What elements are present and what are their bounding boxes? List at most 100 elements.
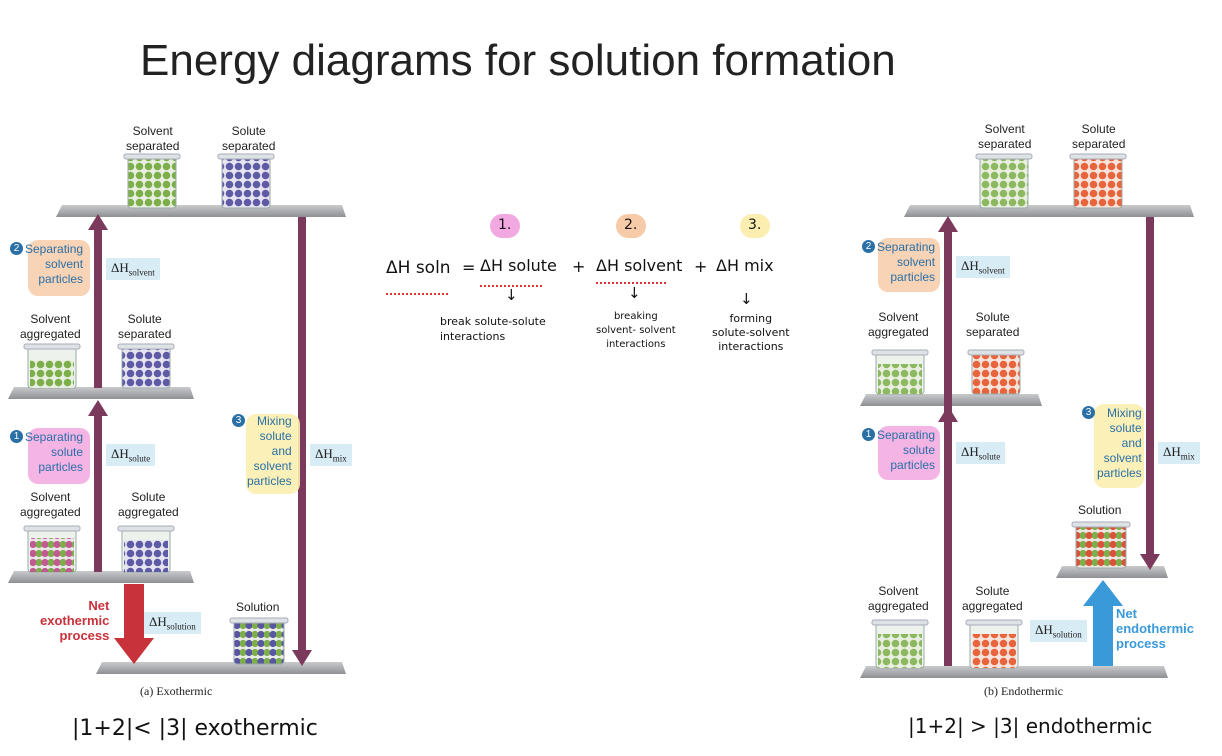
handwritten-rule-left: |1+2|< |3| exothermic — [72, 716, 318, 741]
label-solute-separated-mid: Solute separated — [118, 312, 172, 341]
handwritten-rule-right: |1+2| > |3| endothermic — [908, 714, 1153, 738]
label-solvent-separated-r: Solvent separated — [978, 122, 1032, 151]
highlight-peach-right — [878, 238, 940, 292]
label-solute-aggregated-low: Solute aggregated — [118, 490, 179, 519]
dh-solute-box-left: ΔHsolute — [106, 444, 156, 466]
arrow-solvent-up — [938, 216, 958, 666]
num3-bubble — [740, 214, 770, 238]
exothermic-diagram — [8, 153, 346, 674]
beaker-solute-separated-top — [1069, 153, 1127, 209]
dh-solution-box-right: ΔHsolution — [1030, 620, 1087, 642]
arrow-mix-down — [292, 217, 312, 666]
highlight-yellow-left — [246, 414, 300, 494]
label-solvent-aggregated-mid: Solvent aggregated — [20, 312, 81, 341]
label-solute-separated-top: Solute separated — [222, 124, 276, 153]
beaker-solution — [1071, 521, 1131, 569]
num1-label: 1. — [498, 217, 512, 233]
dh-solute-box-right: ΔHsolute — [956, 442, 1006, 464]
beaker-solvent-aggregated-mid — [23, 343, 81, 389]
beaker-solute-separated-top — [217, 153, 275, 209]
dh-solvent-box-right: ΔHsolvent — [956, 256, 1010, 278]
label-solute-separated-top-r: Solute separated — [1072, 122, 1126, 151]
dh-solution-box-left: ΔHsolution — [144, 612, 201, 634]
endothermic-diagram — [860, 153, 1194, 678]
equation-term1: ΔH solute — [480, 256, 557, 275]
beaker-solvent-aggregated-low — [23, 525, 81, 573]
num2-label: 2. — [624, 217, 638, 233]
highlight-pink-left — [28, 428, 90, 484]
platform-bottom — [96, 662, 346, 674]
platform-solution — [1056, 566, 1168, 578]
beaker-solvent-separated — [123, 153, 181, 209]
arrow-mix-down — [1140, 217, 1160, 570]
underline-lhs — [386, 293, 448, 295]
arrow-net-endothermic — [1083, 580, 1123, 666]
dh-mix-box-left: ΔHmix — [310, 444, 352, 466]
label-solvent-separated: Solvent separated — [126, 124, 180, 153]
beaker-solution — [229, 617, 289, 665]
platform-mid — [8, 387, 194, 399]
label-solution-r: Solution — [1078, 503, 1122, 517]
beaker-solvent-aggregated-low — [871, 619, 929, 669]
note-term1: break solute-solute interactions — [440, 315, 546, 343]
num3-label: 3. — [748, 217, 762, 233]
step-number-1: 1 — [862, 428, 875, 441]
step-number-1: 1 — [10, 430, 23, 443]
num1-bubble — [490, 214, 520, 238]
platform-bottom — [860, 666, 1168, 678]
beaker-solute-separated-mid — [967, 349, 1025, 395]
label-solvent-aggregated-low-r: Solvent aggregated — [868, 584, 929, 613]
arrow-solute-up — [938, 406, 958, 426]
dh-mix-box-right: ΔHmix — [1158, 442, 1200, 464]
platform-top — [904, 205, 1194, 217]
equation-plus2: + — [694, 257, 708, 276]
beaker-solvent-separated — [975, 153, 1033, 209]
num2-bubble — [616, 214, 646, 238]
caption-exothermic: (a) Exothermic — [140, 684, 213, 698]
arrow-net-exothermic — [114, 584, 154, 664]
arrow-term1: ↓ — [505, 286, 518, 304]
platform-low — [8, 571, 194, 583]
equation-plus1: + — [572, 257, 586, 276]
beaker-solvent-aggregated-mid — [871, 349, 929, 395]
arrow-solute-up — [88, 400, 108, 572]
net-endothermic-label: Net endothermic process — [1116, 606, 1195, 651]
caption-endothermic: (b) Endothermic — [984, 684, 1063, 698]
underline-term2 — [596, 282, 666, 284]
note-term2: breaking solvent- solvent interactions — [596, 311, 676, 350]
equation-term3: ΔH mix — [716, 256, 774, 275]
equation-equals: = — [462, 258, 476, 277]
beaker-solute-aggregated-low — [117, 525, 175, 573]
label-solute-aggregated-low-r: Solute aggregated — [962, 584, 1023, 613]
underline-term1 — [480, 285, 542, 287]
beaker-solute-aggregated-low — [965, 619, 1023, 669]
beaker-solute-separated-mid — [117, 343, 175, 389]
label-solvent-aggregated-low: Solvent aggregated — [20, 490, 81, 519]
equation-term2: ΔH solvent — [596, 256, 683, 275]
arrow-solvent-up — [88, 214, 108, 388]
dh-solvent-box-left: ΔHsolvent — [106, 258, 160, 280]
highlight-peach-left — [28, 240, 90, 296]
highlight-pink-right — [878, 426, 940, 480]
label-solution: Solution — [236, 600, 280, 614]
note-term3: forming solute-solvent interactions — [712, 312, 790, 353]
highlight-yellow-right — [1094, 404, 1144, 488]
label-solvent-aggregated-mid-r: Solvent aggregated — [868, 310, 929, 339]
net-exothermic-label: Net exothermic process — [40, 598, 110, 643]
step-number-2: 2 — [862, 240, 875, 253]
arrow-term3: ↓ — [740, 290, 753, 308]
step-number-3: 3 — [1082, 406, 1095, 419]
platform-top — [56, 205, 346, 217]
equation-lhs: ΔH soln — [386, 258, 451, 278]
arrow-term2: ↓ — [628, 284, 641, 302]
step-number-3: 3 — [232, 414, 245, 427]
label-solute-separated-mid-r: Solute separated — [966, 310, 1020, 339]
page-title: Energy diagrams for solution formation — [140, 36, 896, 85]
step-number-2: 2 — [10, 242, 23, 255]
